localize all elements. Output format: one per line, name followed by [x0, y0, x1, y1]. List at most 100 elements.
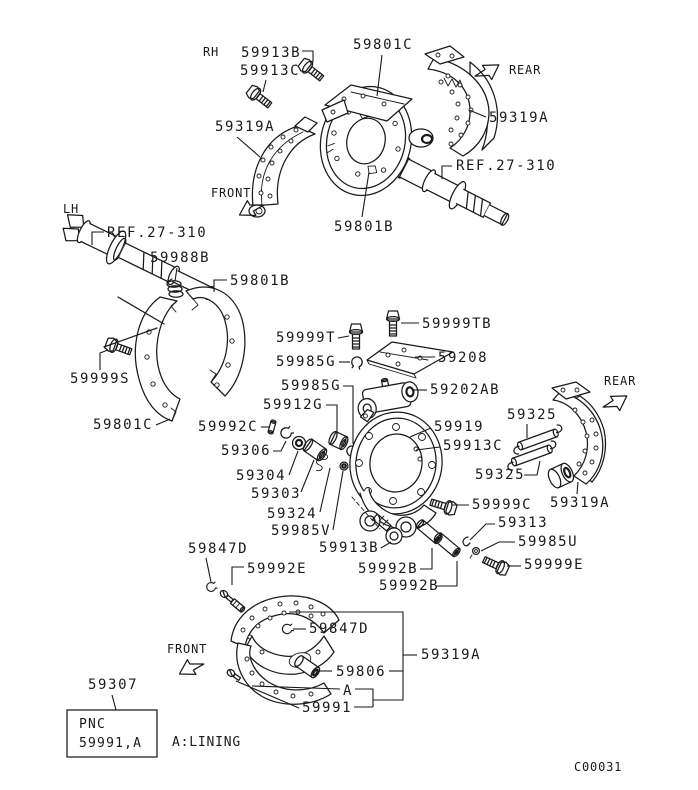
- washer-59304-bore: [294, 438, 304, 448]
- rh-brake-shoe-right: [408, 45, 498, 157]
- alignment-line-2: [103, 327, 158, 348]
- leader-line-a-ref: [251, 685, 341, 690]
- leader-line-59912g: [326, 404, 338, 435]
- part-label-59991: 59991: [302, 700, 352, 716]
- lh-backing-plate-left-half: [134, 296, 181, 422]
- part-label-59985u: 59985U: [518, 534, 578, 550]
- rh-brake-shoe-left: [248, 116, 318, 218]
- plate-59208: [366, 341, 454, 379]
- leader-line-59913b-lower: [380, 541, 392, 549]
- leader-line-59324: [319, 467, 331, 513]
- bolt-59999tb: [385, 310, 401, 337]
- leader-line-59801c-top: [376, 54, 383, 97]
- pnc-box-line1: PNC: [79, 717, 106, 732]
- leader-line-ref-top: [441, 165, 452, 179]
- rear-arrow-right-icon: [599, 388, 633, 418]
- part-label-59992e: 59992E: [247, 561, 307, 577]
- part-label-ref-top: REF.27-310: [456, 158, 556, 174]
- leader-line-59307: [111, 694, 117, 711]
- leader-line-59992e: [231, 566, 244, 585]
- leader-line-59319a-topright: [468, 109, 487, 118]
- spring-59324: [315, 453, 329, 472]
- clip-59306: [278, 424, 295, 441]
- part-label-59992b-2: 59992B: [379, 578, 439, 594]
- leader-line-59801b-top: [361, 171, 370, 218]
- washer-59985u: [469, 546, 481, 559]
- part-label-59319a-topright: 59319A: [489, 110, 549, 126]
- leader-line-59303: [300, 459, 315, 493]
- part-label-59303: 59303: [251, 486, 301, 502]
- part-label-59912g: 59912G: [263, 397, 323, 413]
- leader-line-59801b-left: [213, 279, 227, 292]
- part-label-rear-right: REAR: [604, 374, 636, 388]
- leader-line-59992b-2: [436, 561, 458, 587]
- part-label-59801c-top: 59801C: [353, 37, 413, 53]
- part-label-59992b-1: 59992B: [358, 561, 418, 577]
- part-label-59319a-bottom: 59319A: [421, 647, 481, 663]
- washer-59985g-1: [350, 355, 364, 370]
- alignment-line-1: [117, 296, 165, 325]
- pin-59992c: [267, 419, 277, 435]
- part-label-59913b-top: 59913B: [241, 45, 301, 61]
- pin-59992b-2: [432, 531, 463, 559]
- part-label-ref-left: REF.27-310: [107, 225, 207, 241]
- part-label-59325-upper: 59325: [507, 407, 557, 423]
- part-label-59307: 59307: [88, 677, 138, 693]
- leader-line-ref-left: [91, 231, 104, 245]
- spring-59325-1: [509, 423, 566, 456]
- part-label-rear-top: REAR: [509, 63, 541, 77]
- leader-line-59847d-left: [205, 557, 212, 583]
- leader-line-59913c-top: [262, 79, 267, 93]
- spring-59988b: [166, 278, 184, 298]
- wheel-cylinder-59202ab: [357, 377, 419, 423]
- part-label-59319a-topleft: 59319A: [215, 119, 275, 135]
- screw-pin-59992e: [218, 588, 246, 613]
- part-label-59324: 59324: [267, 506, 317, 522]
- pnc-box-frame: [66, 709, 158, 758]
- leader-line-59913c-right: [415, 446, 441, 451]
- pnc-box-line2: 59991,A: [79, 736, 142, 751]
- part-label-a-ref: A: [343, 683, 353, 699]
- right-brake-shoe-assembly: [547, 381, 607, 489]
- clip-59313: [462, 536, 471, 547]
- part-label-59913b-lower: 59913B: [319, 540, 379, 556]
- bolt-59999t: [348, 323, 364, 350]
- rh-adjuster-bracket: [321, 84, 413, 123]
- leader-line-59304: [288, 450, 299, 476]
- small-parts-chain: [267, 419, 361, 472]
- part-label-59999t: 59999T: [276, 330, 336, 346]
- front-arrow-bottom-icon: [174, 653, 207, 682]
- leader-line-59801c-left: [155, 418, 171, 426]
- leader-line-59999s: [99, 349, 109, 370]
- drawing-layer: [62, 45, 633, 705]
- leader-line-59325-lower: [524, 460, 541, 476]
- part-label-59992c: 59992C: [198, 419, 258, 435]
- part-label-59985g-2: 59985G: [281, 378, 341, 394]
- bolt-59913b-lower: [372, 513, 403, 545]
- part-label-59325-lower: 59325: [475, 467, 525, 483]
- part-label-59801c-left: 59801C: [93, 417, 153, 433]
- clip-59847d-right-part: [280, 622, 295, 636]
- leader-line-59319a-topleft: [236, 136, 261, 158]
- part-label-front-top: FRONT: [211, 186, 251, 200]
- hub-anchor-59919: [349, 411, 443, 538]
- part-label-59801b-left: 59801B: [230, 273, 290, 289]
- part-label-front-bottom: FRONT: [167, 642, 207, 656]
- part-label-59999tb: 59999TB: [422, 316, 492, 332]
- leader-line-a-ref: [355, 688, 374, 707]
- washer-59985v-bore: [341, 463, 347, 469]
- leader-lines-layer: [91, 50, 579, 711]
- leader-line-59985g-2: [343, 385, 354, 444]
- part-label-59999c: 59999C: [472, 497, 532, 513]
- part-label-59999e: 59999E: [524, 557, 584, 573]
- part-label-59313: 59313: [498, 515, 548, 531]
- bolt-59999s: [103, 335, 134, 360]
- part-label-a-lining-note: A:LINING: [172, 735, 241, 750]
- pnc-box: PNC 59991,A: [66, 709, 158, 758]
- bolt-59913c-top: [244, 83, 275, 112]
- leader-line-59913b-top: [302, 50, 314, 62]
- leader-line-59988b: [174, 267, 178, 282]
- bushing-59912g: [328, 430, 349, 451]
- part-label-59208: 59208: [438, 350, 488, 366]
